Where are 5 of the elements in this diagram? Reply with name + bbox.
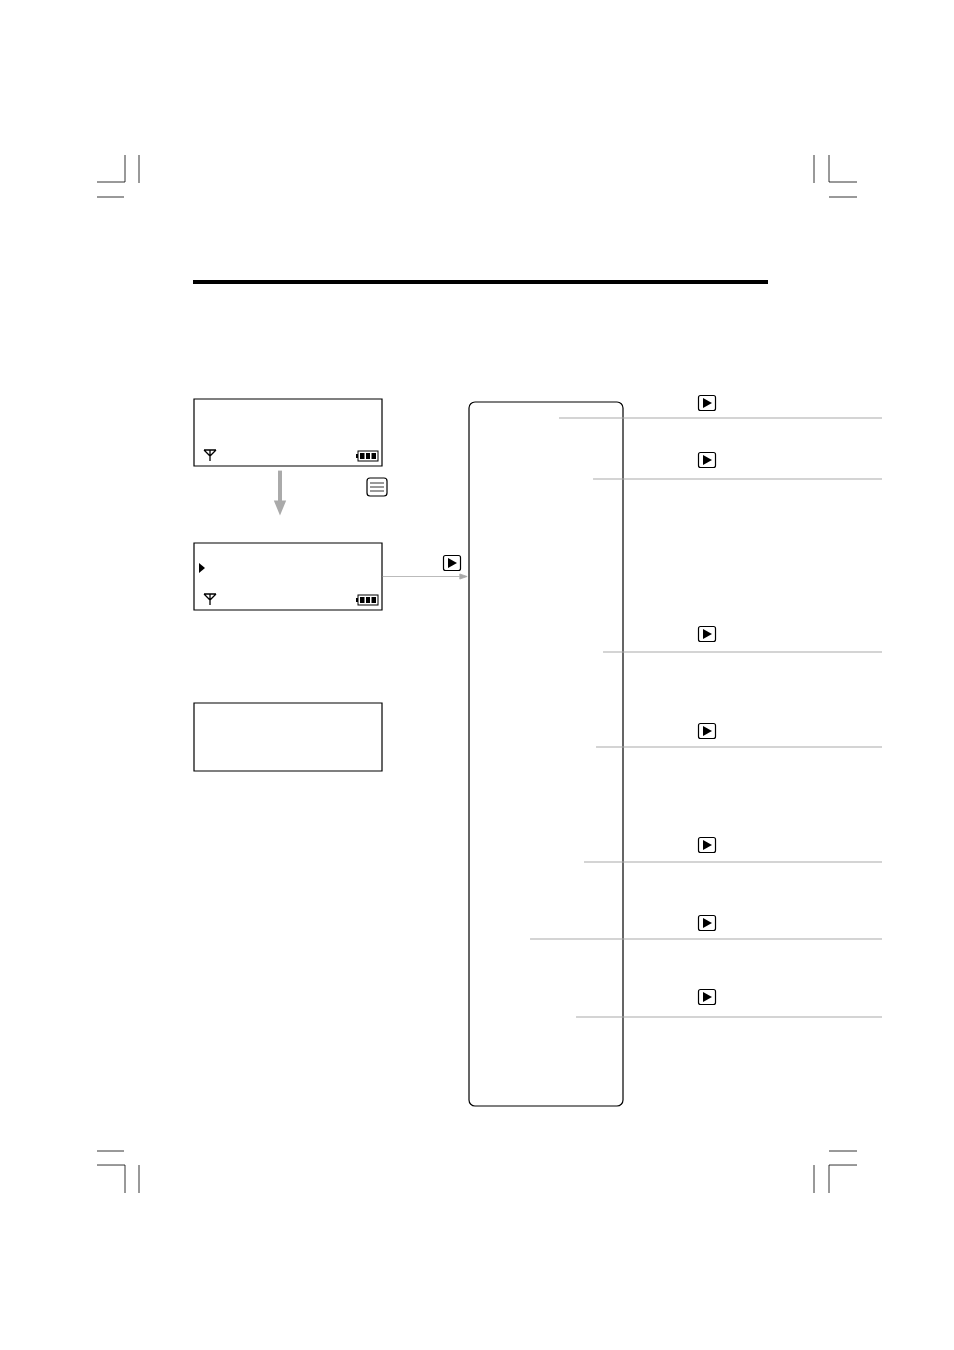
lcd-screen: [193, 702, 383, 772]
arrow: [382, 573, 468, 580]
lcd-screen: [193, 398, 383, 467]
lcd-screen: [193, 542, 383, 611]
menu-panel: [468, 401, 624, 1107]
